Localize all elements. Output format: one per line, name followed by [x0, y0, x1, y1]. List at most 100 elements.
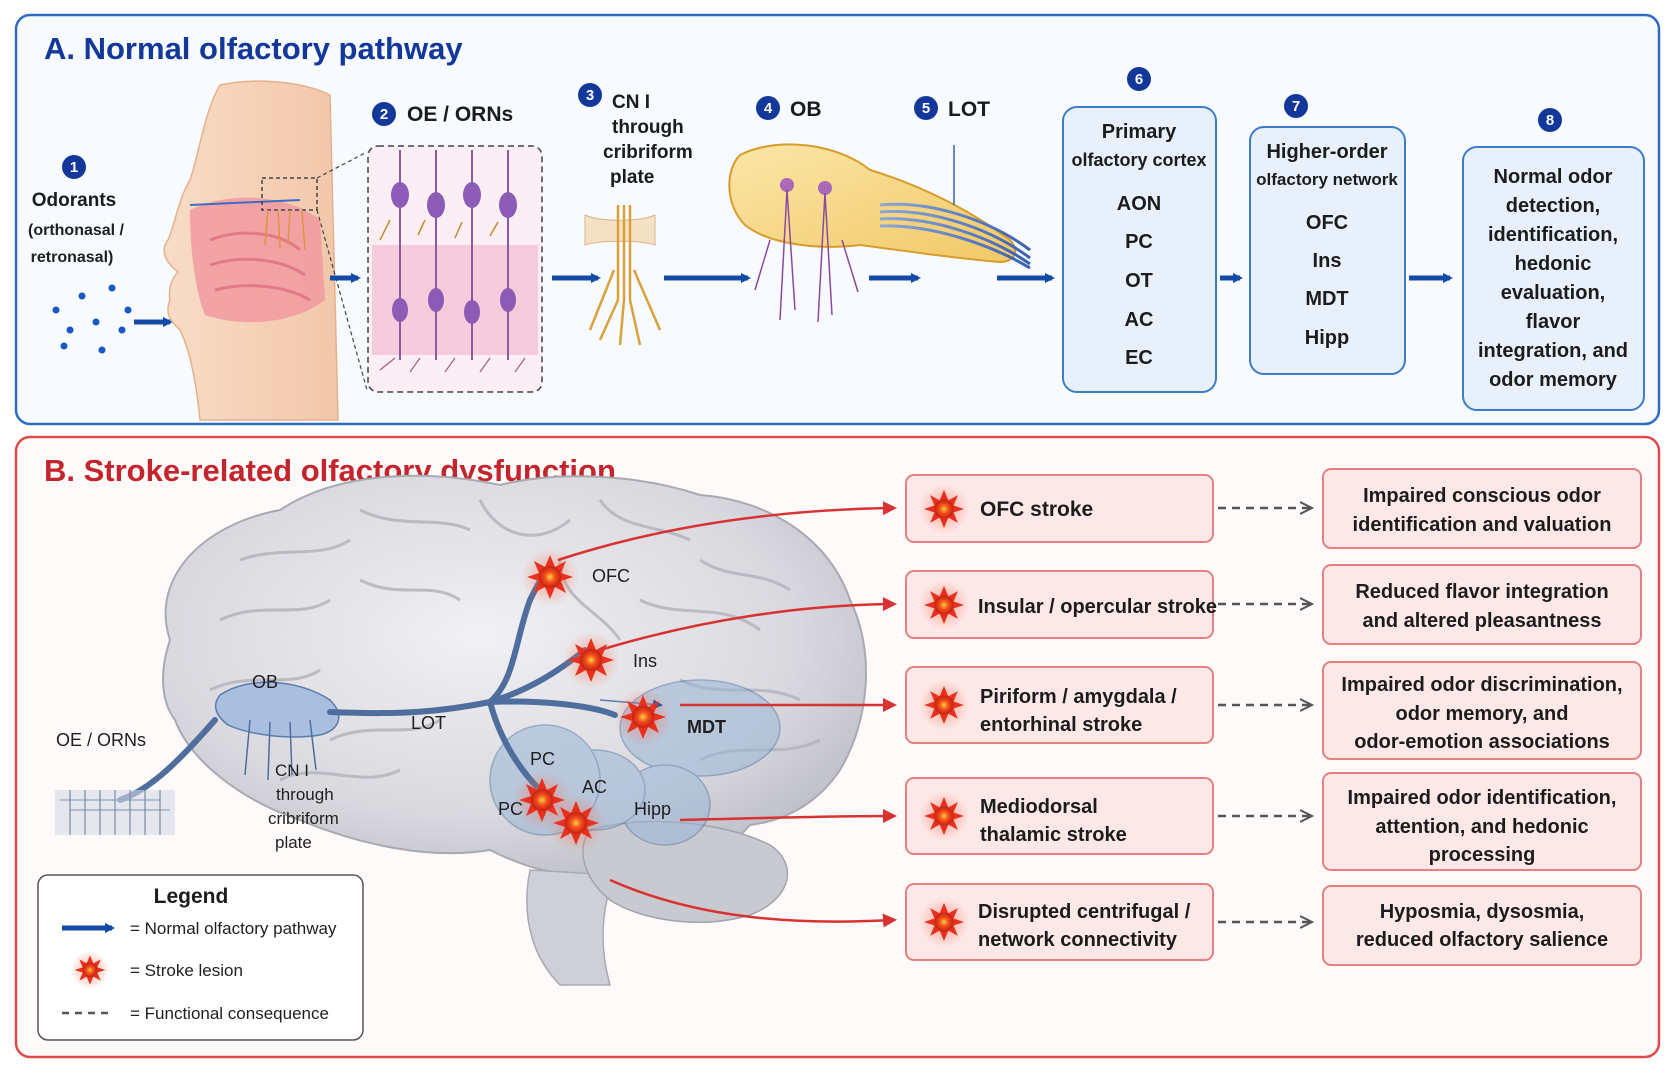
cause-piriform-line1: Piriform / amygdala / [980, 686, 1177, 708]
cn1-line1: CN I [612, 92, 650, 113]
outcome-line-3: identification, [1488, 224, 1618, 246]
legend-item-lesion: = Stroke lesion [130, 961, 243, 980]
higher-item-mdt: MDT [1305, 288, 1348, 310]
step-3-number: 3 [586, 87, 594, 104]
primary-cortex-title-2: olfactory cortex [1071, 150, 1206, 170]
outcome-line-5: evaluation, [1501, 282, 1605, 304]
effect-thalamic-line2: attention, and hedonic [1375, 816, 1588, 838]
brain-cn1-line2: through [276, 785, 334, 804]
step-7-higher-order: 7 Higher-order olfactory network OFC Ins… [1249, 94, 1406, 375]
arrow-ofc-to-box [557, 501, 897, 562]
effect-box-insular [1322, 564, 1642, 645]
cause-piriform-line2: entorhinal stroke [980, 714, 1142, 736]
outcome-line-2: detection, [1506, 195, 1600, 217]
primary-item-ac: AC [1125, 309, 1154, 331]
cause-piriform-lesion-icon [918, 679, 970, 731]
outcome-line-6: flavor [1526, 311, 1581, 333]
outcome-line-8: odor memory [1489, 369, 1618, 391]
step-6-primary-cortex: 6 Primary olfactory cortex AON PC OT AC … [1062, 67, 1217, 393]
effect-box-piriform [1322, 661, 1642, 760]
primary-item-aon: AON [1117, 193, 1161, 215]
step-8-outcome: 8 Normal odor detection, identification,… [1462, 108, 1645, 411]
legend: Legend = Normal olfactory pathway = Stro… [37, 874, 364, 1041]
ob-label: OB [790, 98, 822, 121]
outcome-line-4: hedonic [1515, 253, 1592, 275]
brain-cn1-line4: plate [275, 833, 312, 852]
cause-box-network [905, 883, 1214, 961]
higher-order-title-2: olfactory network [1256, 170, 1398, 189]
effect-ofc-line1: Impaired conscious odor [1363, 485, 1601, 507]
odorants-route-line2: retronasal) [31, 249, 114, 266]
effect-insular-line1: Reduced flavor integration [1355, 581, 1608, 603]
cause-insular-text: Insular / opercular stroke [978, 596, 1217, 618]
step-4-number: 4 [764, 100, 773, 117]
effect-ofc-line2: identification and valuation [1353, 514, 1612, 536]
brain-label-lot: LOT [411, 713, 446, 733]
legend-lesion-icon [70, 950, 110, 990]
brain-label-ins: Ins [633, 651, 657, 671]
step-3-cn1: 3 CN I through cribriform plate [578, 83, 693, 346]
step-7-badge [1284, 94, 1308, 118]
effect-network-line2: reduced olfactory salience [1356, 929, 1608, 951]
effect-box-thalamic [1322, 772, 1642, 871]
brain-label-oe-orns: OE / ORNs [56, 730, 146, 750]
effect-piriform-line1: Impaired odor discrimination, [1341, 674, 1622, 696]
cause-thalamic-line1: Mediodorsal [980, 796, 1098, 818]
arrow-ins-to-box [599, 597, 897, 652]
step-6-number: 6 [1135, 71, 1143, 88]
cause-thalamic-line2: thalamic stroke [980, 824, 1127, 846]
primary-cortex-title-1: Primary [1102, 121, 1177, 143]
brain-label-mdt: MDT [687, 717, 726, 737]
cause-thalamic-lesion-icon [918, 790, 970, 842]
effect-box-ofc [1322, 468, 1642, 549]
effect-insular-line2: and altered pleasantness [1363, 610, 1602, 632]
outcome-line-1: Normal odor [1494, 166, 1613, 188]
higher-item-ofc: OFC [1306, 212, 1348, 234]
step-4-badge [756, 96, 780, 120]
primary-item-ec: EC [1125, 347, 1153, 369]
brain-label-pc-upper: PC [530, 749, 555, 769]
higher-order-box [1249, 126, 1406, 375]
cause-network-lesion-icon [918, 896, 970, 948]
face-illustration [163, 80, 368, 421]
step-2-badge [372, 102, 396, 126]
effect-thalamic-line3: processing [1429, 844, 1536, 866]
cause-ofc-lesion-icon [918, 483, 970, 535]
lesion-mdt [614, 688, 672, 746]
oe-orns-label: OE / ORNs [407, 103, 513, 126]
cause-ofc-text: OFC stroke [980, 498, 1093, 521]
primary-item-ot: OT [1125, 270, 1153, 292]
odorants-label: Odorants [32, 190, 116, 211]
legend-item-consequence: = Functional consequence [130, 1004, 329, 1023]
effect-thalamic-line1: Impaired odor identification, [1348, 787, 1617, 809]
step-8-badge [1538, 108, 1562, 132]
cause-box-piriform [905, 666, 1214, 744]
cause-insular-lesion-icon [918, 579, 970, 631]
higher-item-ins: Ins [1313, 250, 1342, 272]
odorant-particles [52, 284, 132, 354]
step-6-badge [1127, 67, 1151, 91]
stroke-effect-boxes: Impaired conscious odor identification a… [1322, 468, 1642, 966]
legend-item-normal: = Normal olfactory pathway [130, 919, 337, 938]
legend-title: Legend [154, 885, 229, 908]
brain-label-ac: AC [582, 777, 607, 797]
odorants-route-line1: (orthonasal / [28, 222, 125, 239]
step-7-number: 7 [1292, 98, 1300, 115]
lesion-arrows [557, 501, 897, 928]
cause-network-line1: Disrupted centrifugal / [978, 901, 1191, 923]
cause-box-ofc [905, 474, 1214, 543]
brain-label-ofc: OFC [592, 566, 630, 586]
cn1-line2: through [612, 117, 684, 138]
primary-cortex-box [1062, 106, 1217, 393]
brain-label-ob: OB [252, 672, 278, 692]
step-2-number: 2 [380, 106, 388, 123]
step-5-badge [914, 96, 938, 120]
brain-label-hipp: Hipp [634, 799, 671, 819]
cn1-line4: plate [610, 167, 654, 188]
step-3-badge [578, 83, 602, 107]
cn1-line3: cribriform [603, 142, 693, 163]
legend-box [37, 874, 364, 1041]
step-5-lot: 5 LOT [879, 96, 1031, 270]
